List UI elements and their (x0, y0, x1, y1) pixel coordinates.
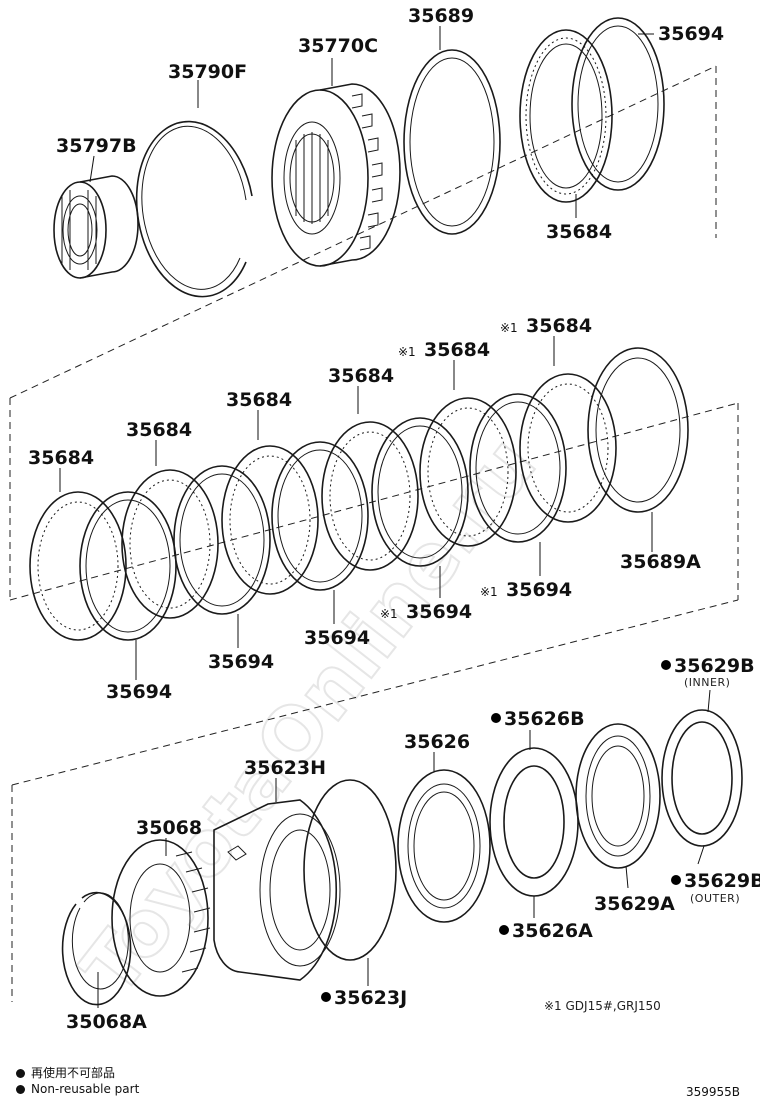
part-35623J-o-ring (303, 779, 397, 961)
watermark: ToyotaOnline.ru (64, 420, 553, 1011)
label-35684-m5: 35684 (424, 339, 490, 361)
disc-5 (419, 397, 517, 547)
label-35684-m4: 35684 (328, 365, 394, 387)
label-35797B: 35797B (56, 135, 137, 157)
part-35629B-rings (661, 709, 743, 847)
label-35694-b2: 35694 (208, 651, 274, 673)
bullet-dot-icon (16, 1085, 25, 1094)
part-35770C-clutch-hub (271, 83, 401, 267)
legend-jp: 再使用不可部品 (16, 1064, 115, 1081)
section-frames (9, 65, 739, 1002)
plate-3 (271, 441, 369, 591)
mark-35684-m6: ※1 (500, 321, 518, 335)
label-35623J: 35623J (334, 987, 407, 1009)
part-35068-return-spring (111, 839, 211, 997)
label-35694-b1: 35694 (106, 681, 172, 703)
part-35797B-bearing (53, 175, 139, 279)
non-reusable-dot-35626A (499, 925, 509, 935)
label-35068: 35068 (136, 817, 202, 839)
label-35629A: 35629A (594, 893, 675, 915)
label-35790F: 35790F (168, 61, 247, 83)
label-35689A: 35689A (620, 551, 701, 573)
label-35684-m6: 35684 (526, 315, 592, 337)
plate-1 (79, 491, 177, 641)
part-35626B-35626A-rings (489, 747, 579, 897)
part-35790F-snap-ring (135, 120, 253, 298)
disc-1 (29, 491, 127, 641)
legend-en: Non-reusable part (16, 1082, 139, 1096)
disc-4 (321, 421, 419, 571)
clutch-pack (29, 347, 689, 641)
label-35684-m2: 35684 (126, 419, 192, 441)
part-35626-seal (397, 769, 491, 923)
mark-35694-b5: ※1 (480, 585, 498, 599)
label-inner: (INNER) (684, 676, 730, 689)
footnote-applicability: ※1 GDJ15#,GRJ150 (544, 999, 661, 1013)
mark-35694-b4: ※1 (380, 607, 398, 621)
label-35694-top: 35694 (658, 23, 724, 45)
non-reusable-dot-35629B-inner (661, 660, 671, 670)
label-35623H: 35623H (244, 757, 326, 779)
legend-en-text: Non-reusable part (31, 1082, 140, 1096)
diagram-code: 359955B (686, 1085, 741, 1099)
label-35626B: 35626B (504, 708, 585, 730)
label-35684-top: 35684 (546, 221, 612, 243)
part-35629A-seal (575, 723, 661, 869)
non-reusable-dot-35626B (491, 713, 501, 723)
part-35689-plate (403, 49, 501, 235)
mark-35684-m5: ※1 (398, 345, 416, 359)
label-35694-b5: 35694 (506, 579, 572, 601)
plate-4 (371, 417, 469, 567)
label-35629B-outer: 35629B (684, 870, 760, 892)
plate-35689A (587, 347, 689, 513)
bullet-dot-icon (16, 1069, 25, 1078)
legend-jp-text: 再使用不可部品 (31, 1066, 116, 1080)
disc-2 (121, 469, 219, 619)
plate-2 (173, 465, 271, 615)
label-35068A: 35068A (66, 1011, 147, 1033)
label-35684-m3: 35684 (226, 389, 292, 411)
label-35629B-inner: 35629B (674, 655, 755, 677)
label-35689: 35689 (408, 5, 474, 27)
non-reusable-dot-35623J (321, 992, 331, 1002)
label-35626: 35626 (404, 731, 470, 753)
label-35684-m1: 35684 (28, 447, 94, 469)
label-35694-b4: 35694 (406, 601, 472, 623)
label-35694-b3: 35694 (304, 627, 370, 649)
label-outer: (OUTER) (690, 892, 740, 905)
disc-3 (221, 445, 319, 595)
label-35770C: 35770C (298, 35, 378, 57)
part-35684-disc-top (519, 29, 613, 203)
non-reusable-dot-35629B-outer (671, 875, 681, 885)
part-35623H-piston (213, 799, 341, 981)
plate-5 (469, 393, 567, 543)
disc-6 (519, 373, 617, 523)
leader-lines (59, 26, 711, 1008)
label-35626A: 35626A (512, 920, 593, 942)
part-35694-plate-top (571, 17, 665, 191)
